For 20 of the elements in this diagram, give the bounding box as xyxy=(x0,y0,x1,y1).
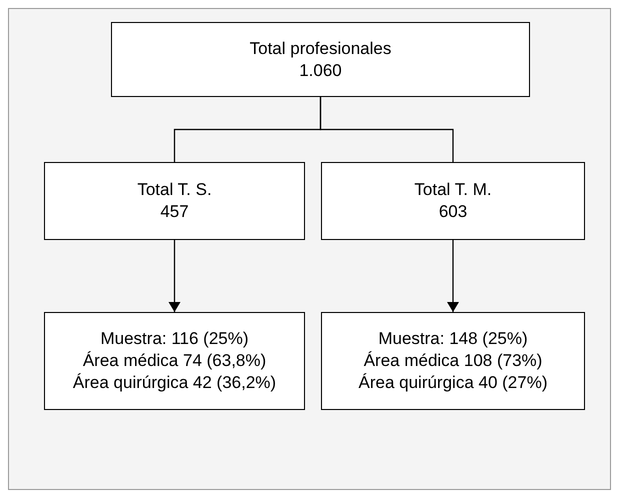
box-text: Total T. M. xyxy=(414,179,492,201)
box-text: 1.060 xyxy=(299,60,342,82)
box-text: Total profesionales xyxy=(250,38,392,60)
process-box xyxy=(321,162,585,240)
connector-line xyxy=(320,97,454,162)
box-text: Muestra: 148 (25%) xyxy=(378,328,528,350)
box-text: Área quirúrgica 40 (27%) xyxy=(358,372,548,394)
box-text: Total T. S. xyxy=(137,179,212,201)
arrow xyxy=(447,240,459,312)
box-text: Área médica 74 (63,8%) xyxy=(82,350,266,372)
box-text: 603 xyxy=(438,201,468,223)
arrow xyxy=(168,240,180,312)
process-box xyxy=(44,162,305,240)
process-box xyxy=(111,22,530,97)
process-box xyxy=(44,312,305,410)
box-text: Área médica 108 (73%) xyxy=(364,350,542,372)
box-text: Muestra: 116 (25%) xyxy=(100,328,249,350)
box-text: Área quirúrgica 42 (36,2%) xyxy=(72,372,276,394)
process-box xyxy=(321,312,585,410)
box-text: 457 xyxy=(160,201,189,223)
